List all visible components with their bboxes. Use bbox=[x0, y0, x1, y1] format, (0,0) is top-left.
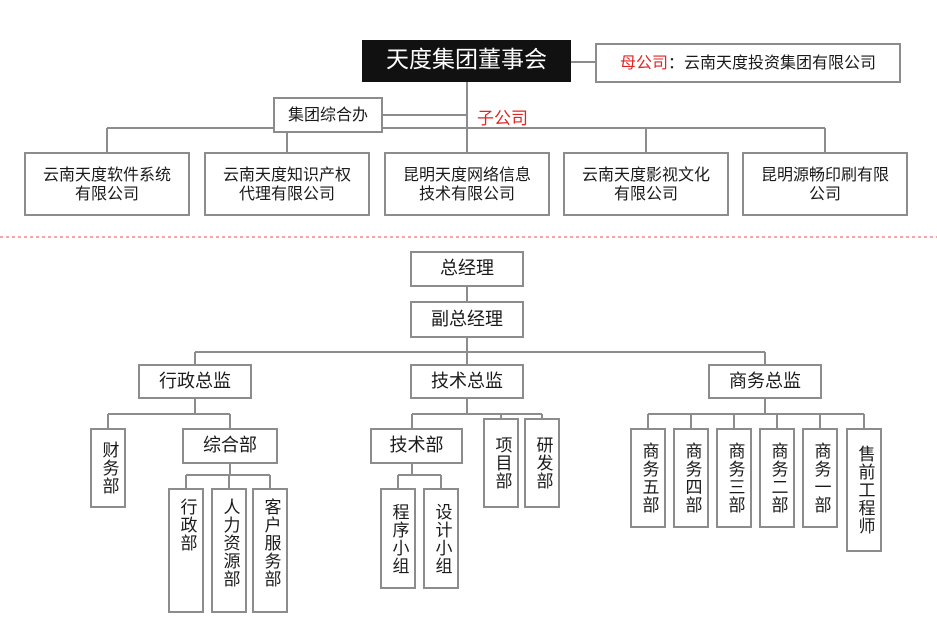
parent-company-separator: ： bbox=[667, 53, 684, 73]
deputy-general-manager-box: 副总经理 bbox=[410, 301, 524, 338]
subsidiary-line-1: 云南天度影视文化 bbox=[581, 164, 710, 184]
admin-director-box: 行政总监 bbox=[138, 364, 252, 399]
general-dept-box: 综合部 bbox=[182, 428, 278, 464]
board-of-directors-box: 天度集团董事会 bbox=[362, 40, 571, 82]
tech-dept-box: 技术部 bbox=[370, 428, 463, 464]
rnd-dept-box: 研发部 bbox=[524, 418, 560, 508]
parent-company-name: 云南天度投资集团有限公司 bbox=[684, 53, 877, 73]
subsidiary-box: 昆明源畅印刷有限 公司 bbox=[742, 152, 908, 216]
subsidiary-box: 云南天度知识产权 代理有限公司 bbox=[204, 152, 370, 216]
tech-director-box: 技术总监 bbox=[410, 364, 524, 399]
subsidiary-line-2: 有限公司 bbox=[74, 184, 139, 203]
subsidiary-box: 云南天度软件系统 有限公司 bbox=[24, 152, 190, 216]
subsidiary-line-2: 代理有限公司 bbox=[238, 184, 335, 203]
subsidiary-label: 子公司 bbox=[477, 109, 528, 129]
subsidiary-line-1: 云南天度知识产权 bbox=[222, 164, 351, 184]
business-dept-4-box: 商务四部 bbox=[673, 428, 709, 528]
subsidiary-line-2: 有限公司 bbox=[613, 184, 678, 203]
subsidiary-box: 昆明天度网络信息 技术有限公司 bbox=[384, 152, 550, 216]
business-dept-5-box: 商务五部 bbox=[630, 428, 666, 528]
subsidiary-line-1: 昆明天度网络信息 bbox=[402, 164, 531, 184]
design-team-box: 设计小组 bbox=[423, 488, 459, 589]
subsidiary-box: 云南天度影视文化 有限公司 bbox=[563, 152, 729, 216]
business-dept-1-box: 商务一部 bbox=[802, 428, 838, 528]
group-office-box: 集团综合办 bbox=[273, 97, 383, 133]
program-team-box: 程序小组 bbox=[380, 488, 416, 589]
hr-dept-box: 人力资源部 bbox=[211, 488, 247, 613]
subsidiary-line-1: 云南天度软件系统 bbox=[42, 164, 171, 184]
subsidiary-line-1: 昆明源畅印刷有限 bbox=[760, 164, 889, 184]
subsidiary-line-2: 技术有限公司 bbox=[418, 184, 515, 203]
presales-engineer-box: 售前工程师 bbox=[846, 428, 882, 552]
business-dept-2-box: 商务二部 bbox=[759, 428, 795, 528]
business-dept-3-box: 商务三部 bbox=[716, 428, 752, 528]
business-director-box: 商务总监 bbox=[708, 364, 822, 399]
parent-company-box: 母公司：云南天度投资集团有限公司 bbox=[595, 43, 901, 83]
subsidiary-line-2: 公司 bbox=[808, 184, 841, 203]
general-manager-box: 总经理 bbox=[410, 251, 524, 287]
project-dept-box: 项目部 bbox=[483, 418, 519, 508]
finance-dept-box: 财务部 bbox=[90, 428, 126, 508]
parent-company-label: 母公司 bbox=[619, 53, 668, 73]
customer-service-dept-box: 客户服务部 bbox=[252, 488, 288, 613]
admin-dept-box: 行政部 bbox=[168, 488, 204, 613]
